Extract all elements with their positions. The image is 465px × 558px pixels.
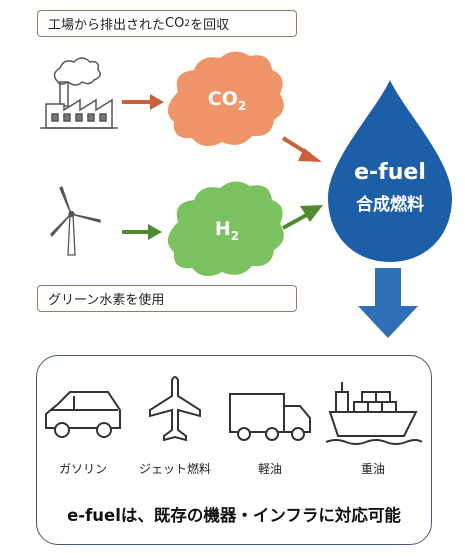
bottom-summary: e-fuelは、既存の機器・インフラに対応可能	[67, 506, 401, 525]
vehicle-label-diesel: 軽油	[257, 462, 282, 476]
h2-cloud	[167, 181, 284, 277]
arrow-turbine-to-h2	[122, 224, 162, 240]
ship-icon	[325, 382, 423, 445]
vehicle-label-heavy-oil: 重油	[360, 462, 385, 476]
co2-capture-sub: 2	[184, 18, 191, 29]
vehicle-label-gasoline: ガソリン	[58, 462, 107, 476]
co2-capture-co: CO	[165, 16, 185, 31]
h2-cloud-sub: 2	[230, 228, 240, 243]
co2-cloud-main: CO	[207, 88, 238, 110]
arrow-co2-to-drop	[281, 136, 322, 162]
green-hydrogen-text: グリーン水素を使用	[48, 293, 165, 308]
arrow-factory-to-co2	[122, 94, 164, 110]
applications-panel	[36, 355, 432, 545]
drop-line1: e-fuel	[354, 160, 426, 185]
h2-cloud-label: H2	[187, 218, 267, 243]
wind-turbine-icon	[50, 186, 101, 256]
drop-line2: 合成燃料	[356, 195, 424, 215]
co2-cloud-sub: 2	[237, 98, 247, 113]
h2-cloud-main: H	[214, 218, 231, 240]
e-fuel-drop	[328, 80, 452, 262]
green-hydrogen-label: グリーン水素を使用	[37, 285, 297, 312]
truck-icon	[229, 393, 311, 441]
airplane-icon	[149, 376, 201, 442]
co2-cloud-label: CO2	[187, 88, 267, 113]
vehicle-label-jet-fuel: ジェット燃料	[138, 462, 211, 476]
arrow-down-to-panel	[358, 268, 418, 338]
co2-capture-text-after: を回収	[190, 18, 230, 33]
co2-capture-text-before: 工場から排出された	[48, 18, 166, 33]
factory-icon	[40, 57, 118, 129]
co2-cloud	[167, 51, 284, 147]
arrow-h2-to-drop	[282, 205, 323, 230]
car-icon	[45, 391, 121, 438]
